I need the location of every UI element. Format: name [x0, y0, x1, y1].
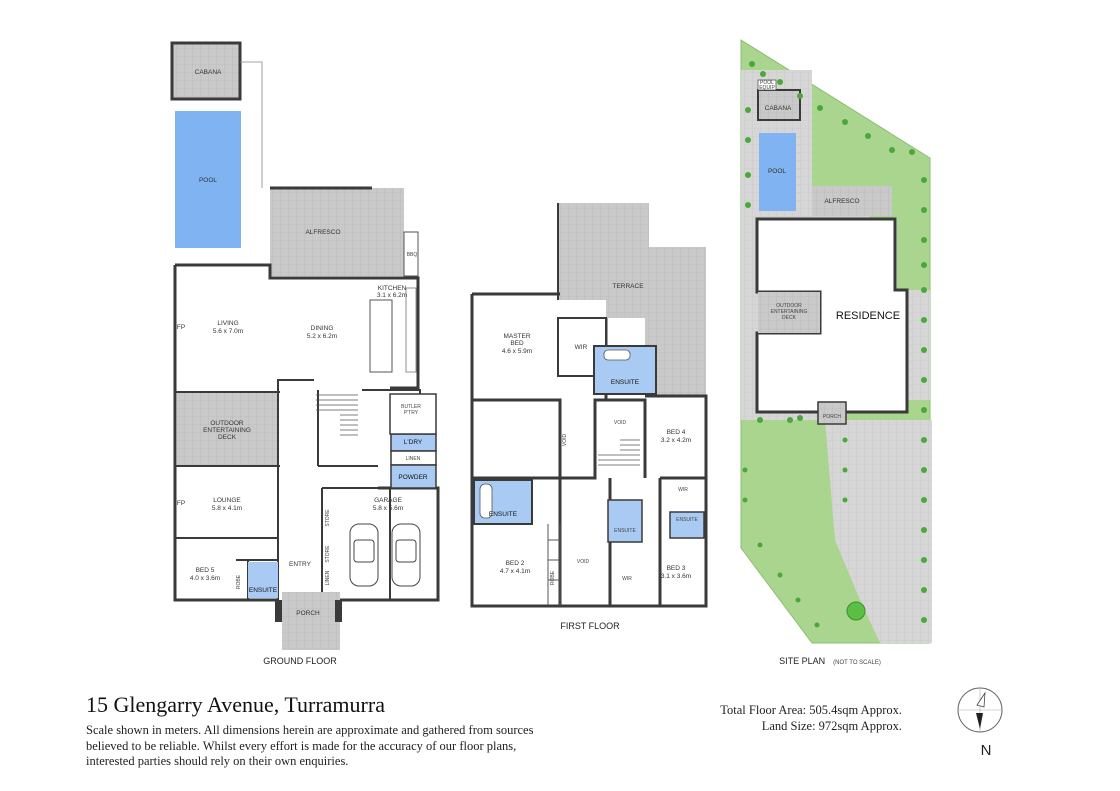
ff-label-master-1: MASTER	[503, 333, 530, 340]
property-title: 15 Glengarry Avenue, Turramurra	[86, 692, 385, 717]
gf-porch	[282, 592, 340, 650]
total-floor-area: Total Floor Area: 505.4sqm Approx.	[720, 703, 902, 717]
gf-ensuite	[248, 562, 278, 598]
site-label-outdoor-2: ENTERTAINING	[771, 309, 808, 315]
gf-label-lounge-dim: 5.8 x 4.1m	[212, 505, 242, 512]
gf-label-bed5: BED 5	[196, 567, 215, 574]
site-label-cabana: CABANA	[765, 105, 792, 112]
site-feature-tree	[846, 601, 866, 621]
ground-floor-caption: GROUND FLOOR	[263, 656, 337, 666]
ff-label-bed2: BED 2	[506, 560, 525, 567]
gf-label-deck-3: DECK	[218, 434, 237, 441]
site-outdoor-deck	[758, 292, 820, 333]
site-cabana	[757, 89, 801, 121]
gf-label-garage-dim: 5.8 x 5.6m	[373, 505, 403, 512]
ff-label-ensuite: ENSUITE	[611, 379, 640, 386]
gf-label-cabana: CABANA	[195, 69, 222, 76]
gf-label-garage: GARAGE	[374, 497, 402, 504]
gf-label-powder: POWDER	[398, 474, 428, 481]
gf-label-store-1: STORE	[325, 509, 331, 527]
ff-ensuite-bed3	[669, 511, 705, 539]
site-trees	[742, 61, 927, 628]
gf-label-store-2: STORE	[325, 545, 331, 563]
site-label-outdoor-3: DECK	[782, 315, 797, 321]
land-size: Land Size: 972sqm Approx.	[761, 719, 902, 733]
ff-label-wir-2: WIR	[678, 487, 688, 493]
gf-label-lounge: LOUNGE	[213, 497, 241, 504]
site-label-porch: PORCH	[823, 414, 841, 420]
gf-label-living-dim: 5.6 x 7.0m	[213, 328, 243, 335]
ff-label-void-2: VOID	[562, 434, 568, 447]
gf-cabana	[170, 41, 242, 101]
gf-label-entry: ENTRY	[289, 561, 312, 568]
site-label-outdoor-1: OUTDOOR	[776, 303, 802, 309]
gf-label-pool: POOL	[199, 177, 217, 184]
gf-label-butler-2: P'TRY	[404, 410, 419, 416]
ff-label-bed3-dim: 3.1 x 3.6m	[661, 573, 691, 580]
site-porch	[817, 401, 847, 425]
gf-label-kitchen-dim: 3.1 x 6.2m	[377, 292, 407, 299]
disclaimer-text: Scale shown in meters. All dimensions he…	[86, 723, 534, 768]
gf-label-porch: PORCH	[296, 610, 320, 617]
ff-label-bed4-dim: 3.2 x 4.2m	[661, 437, 691, 444]
ff-label-void-1: VOID	[614, 420, 627, 426]
ff-label-robe: ROBE	[550, 570, 556, 585]
site-label-pool: POOL	[768, 168, 786, 175]
gf-label-robe: ROBE	[236, 574, 242, 589]
site-pool	[759, 133, 796, 211]
gf-label-fp: FP	[177, 324, 185, 331]
ff-label-master-dim: 4.6 x 5.9m	[502, 348, 532, 355]
ff-label-ensuite-3: ENSUITE	[614, 528, 636, 534]
north-compass-icon: N	[957, 687, 1003, 759]
ff-label-wir: WIR	[575, 344, 588, 351]
ff-label-void-3: VOID	[577, 559, 590, 565]
gf-label-dining-dim: 5.2 x 6.2m	[307, 333, 337, 340]
gf-pool	[175, 111, 241, 248]
gf-label-kitchen: KITCHEN	[378, 285, 407, 292]
gf-label-fp-2: FP	[177, 500, 185, 507]
ff-label-ensuite-2: ENSUITE	[489, 511, 518, 518]
site-label-alfresco: ALFRESCO	[824, 198, 859, 205]
gf-outdoor-deck	[177, 392, 277, 465]
gf-garage-cars	[349, 523, 421, 587]
ff-label-ensuite-4: ENSUITE	[676, 517, 698, 523]
site-label-pool-equip-2: EQUIP	[759, 85, 775, 91]
gf-label-butler-1: BUTLER	[401, 404, 421, 410]
ff-label-master-2: BED	[510, 340, 524, 347]
area-summary: Total Floor Area: 505.4sqm Approx. Land …	[692, 702, 902, 734]
gf-label-linen-2: LINEN	[325, 570, 331, 585]
ff-label-wir-3: WIR	[622, 576, 632, 582]
ff-ensuite-center	[607, 499, 643, 543]
site-alfresco	[812, 186, 892, 216]
ff-label-bed2-dim: 4.7 x 4.1m	[500, 568, 530, 575]
ff-label-bed3: BED 3	[667, 565, 686, 572]
gf-label-linen: LINEN	[406, 456, 421, 462]
gf-label-bed5-dim: 4.0 x 3.6m	[190, 575, 220, 582]
ff-terrace	[558, 203, 706, 396]
gf-label-living: LIVING	[217, 320, 238, 327]
site-label-pool-equip-1: POOL	[760, 80, 774, 86]
ff-label-bed4: BED 4	[667, 429, 686, 436]
first-floor-caption: FIRST FLOOR	[560, 621, 620, 631]
gf-label-ensuite: ENSUITE	[249, 587, 278, 594]
gf-label-bbq: BBQ	[407, 252, 418, 258]
site-plan: POOL EQUIP CABANA POOL ALFRESCO OUTDOOR …	[740, 39, 932, 668]
gf-label-laundry: L'DRY	[404, 439, 423, 446]
gf-label-deck-2: ENTERTAINING	[203, 427, 251, 434]
site-label-residence: RESIDENCE	[836, 310, 900, 322]
gf-label-alfresco: ALFRESCO	[305, 229, 340, 236]
gf-label-deck-1: OUTDOOR	[210, 420, 244, 427]
north-label: N	[981, 742, 992, 759]
site-plan-caption: SITE PLAN (NOT TO SCALE)	[779, 651, 881, 668]
gf-alfresco	[270, 188, 404, 276]
gf-label-dining: DINING	[311, 325, 334, 332]
ground-floor-plan: CABANA POOL ALFRESCO BBQ KITCHEN 3.1 x 6…	[170, 41, 440, 666]
gf-powder	[390, 464, 437, 489]
ff-label-terrace: TERRACE	[612, 283, 644, 290]
first-floor-plan: TERRACE MASTER BED 4.6 x 5.9m WIR ENSUIT…	[470, 203, 708, 631]
